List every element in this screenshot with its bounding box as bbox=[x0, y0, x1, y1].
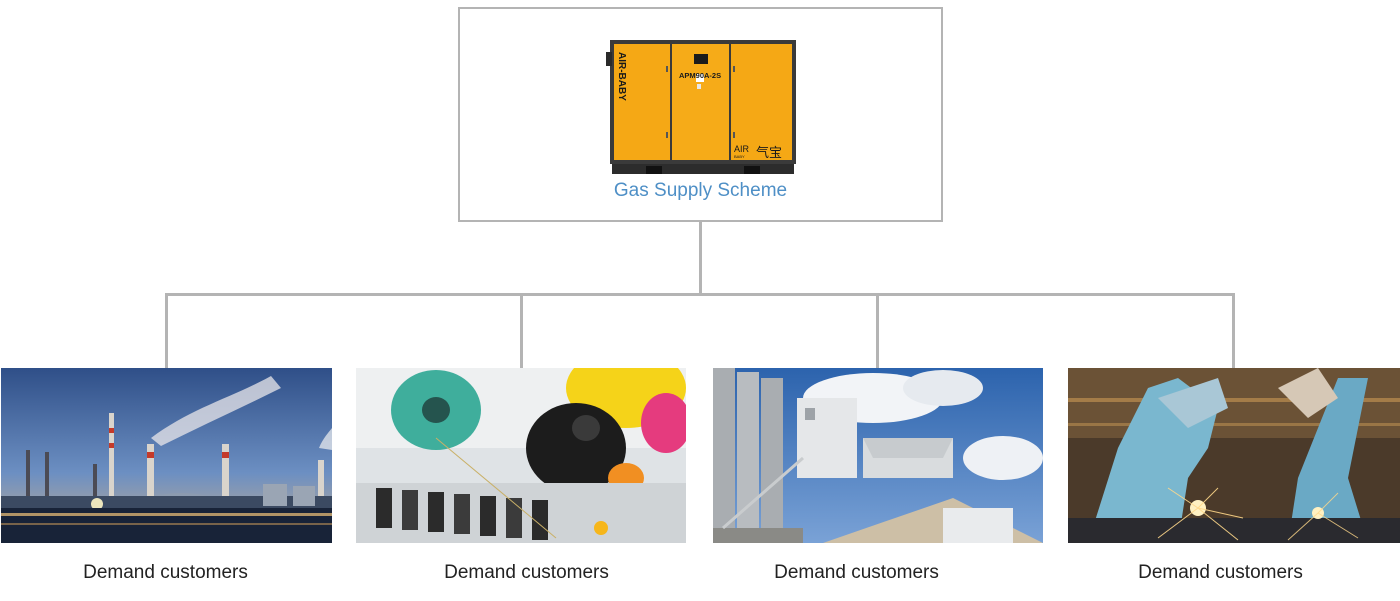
bus-connector bbox=[165, 293, 1235, 296]
branch-connector-2 bbox=[520, 293, 523, 368]
trunk-connector bbox=[699, 220, 702, 295]
root-label: Gas Supply Scheme bbox=[613, 180, 788, 201]
customer-label-2: Demand customers bbox=[444, 562, 609, 583]
air-compressor-image: AIR-BABY APM90A-2S AIR BABY 气宝 bbox=[606, 40, 796, 174]
customer-label-4: Demand customers bbox=[1138, 562, 1303, 583]
textile-spools-photo bbox=[356, 368, 686, 543]
branch-connector-3 bbox=[876, 293, 879, 368]
customer-label-3: Demand customers bbox=[774, 562, 939, 583]
customer-label-1: Demand customers bbox=[83, 562, 248, 583]
machine-side-brand: AIR-BABY bbox=[616, 52, 627, 101]
branch-connector-4 bbox=[1232, 293, 1235, 368]
root-node: AIR-BABY APM90A-2S AIR BABY 气宝 Gas Suppl… bbox=[458, 7, 943, 222]
robotic-welding-photo bbox=[1068, 368, 1400, 543]
power-plant-photo bbox=[1, 368, 332, 543]
concrete-plant-photo bbox=[713, 368, 1043, 543]
machine-logo-latin-small: BABY bbox=[734, 154, 745, 159]
machine-logo-cjk: 气宝 bbox=[756, 145, 782, 161]
branch-connector-1 bbox=[165, 293, 168, 368]
machine-logo-latin: AIR bbox=[734, 144, 750, 154]
machine-model-label: APM90A-2S bbox=[679, 71, 721, 80]
